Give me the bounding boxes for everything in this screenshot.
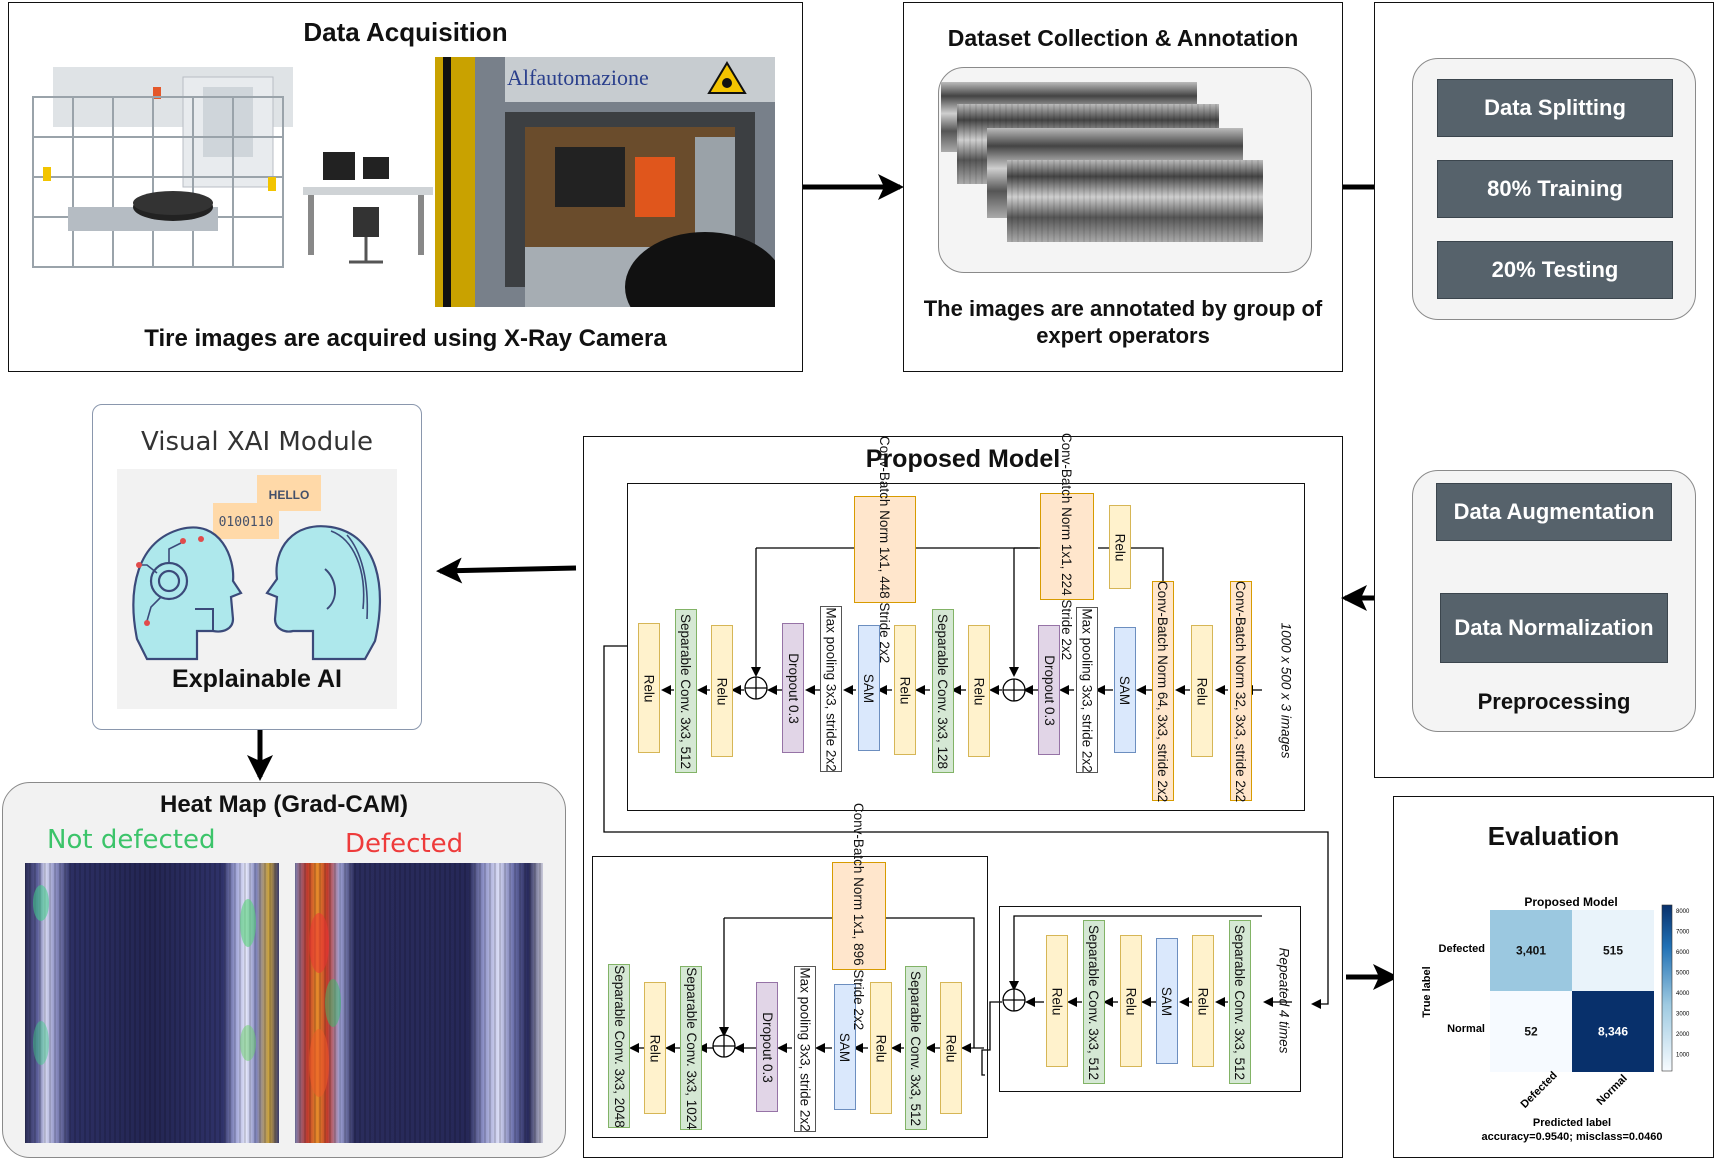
xai-module-panel: Visual XAI Module HELLO 0100110 Explaina… <box>92 404 422 730</box>
model-top-block <box>627 483 1305 811</box>
relu-layer: Relu <box>711 625 733 757</box>
bottom-shortcut-conv-bn-896-layer: Conv-Batch Norm 1x1, 896 Stride 2x2 <box>832 802 886 1030</box>
proposed-model-panel: Proposed Model <box>583 436 1343 1158</box>
max-pooling-layer: Max pooling 3x3, stride 2x2 <box>1076 607 1098 773</box>
bottom-relu-layer: Relu <box>644 982 666 1114</box>
robot-human-dialogue-illustration: HELLO 0100110 Explainable AI <box>132 475 381 693</box>
repeat-sam-layer: SAM <box>1156 938 1178 1064</box>
preprocessing-label: Preprocessing <box>1477 689 1631 714</box>
repeat-separable-conv-512-layer: Separable Conv. 3x3, 512 <box>1229 920 1251 1084</box>
top-row-arrows <box>603 547 1329 1009</box>
explainable-ai-caption: Explainable AI <box>172 665 342 693</box>
binary-bubble-text: 0100110 <box>219 515 274 530</box>
model-bottom-block <box>592 856 988 1138</box>
add-symbol-bottom <box>712 1034 736 1058</box>
bottom-row-arrows <box>629 917 984 1053</box>
bottom-separable-conv-2048-layer: Separable Conv. 3x3, 2048 <box>608 964 630 1128</box>
repeat-separable-conv-512-layer: Separable Conv. 3x3, 512 <box>1083 920 1105 1084</box>
bottom-sam-layer: SAM <box>834 984 856 1110</box>
xray-image-stack <box>938 67 1312 273</box>
xai-title: Visual XAI Module <box>141 427 373 457</box>
shortcut-relu-layer: Relu <box>1109 505 1131 589</box>
data-acquisition-panel: Data Acquisition <box>8 2 803 372</box>
bottom-max-pooling-layer: Max pooling 3x3, stride 2x2 <box>794 966 816 1132</box>
data-acquisition-caption: Tire images are acquired using X-Ray Cam… <box>144 325 667 352</box>
arrow-model-to-xai <box>436 557 577 584</box>
add-symbol-top-1 <box>1002 678 1026 702</box>
data-splitting-group: Data Splitting 80% Training 20% Testing <box>1412 58 1696 320</box>
conv-bn-64-layer: Conv-Batch Norm 64, 3x3, stride 2x2 <box>1152 580 1174 802</box>
add-symbol-repeat <box>1002 988 1026 1012</box>
bottom-relu-layer: Relu <box>940 982 962 1114</box>
stacked-xray-strips <box>941 82 1263 242</box>
separable-conv-512-layer: Separable Conv. 3x3, 512 <box>675 609 697 773</box>
repeat-row-arrows <box>981 915 1292 1076</box>
shortcut-conv-bn-224-layer: Conv-Batch Norm 1x1, 224 Stride 2x2 <box>1040 433 1094 660</box>
shortcut-conv-bn-448-layer: Conv-Batch Norm 1x1, 448 Stride 2x2 <box>854 436 916 663</box>
sam-layer: SAM <box>858 625 880 751</box>
bottom-separable-conv-512-layer: Separable Conv. 3x3, 512 <box>905 966 927 1130</box>
relu-layer: Relu <box>638 623 660 753</box>
input-size-label: 1000 x 500 x 3 images <box>1278 622 1294 758</box>
heatmap-panel: Heat Map (Grad-CAM) Not defected Defecte… <box>2 782 566 1158</box>
data-augmentation-box: Data Augmentation <box>1436 483 1672 541</box>
dropout-layer: Dropout 0.3 <box>1038 625 1060 755</box>
separable-conv-128-layer: Separable Conv. 3x3, 128 <box>932 609 954 773</box>
evaluation-title: Evaluation <box>1487 821 1620 851</box>
bottom-dropout-layer: Dropout 0.3 <box>756 982 778 1112</box>
model-repeat-block <box>999 906 1301 1092</box>
preprocessing-group: Data Augmentation Data Normalization Pre… <box>1412 470 1696 732</box>
dropout-layer: Dropout 0.3 <box>782 623 804 753</box>
dataset-panel: Dataset Collection & Annotation <box>903 2 1343 372</box>
add-symbol-top-2 <box>744 676 768 700</box>
testing-split-box: 20% Testing <box>1437 241 1673 299</box>
relu-layer: Relu <box>968 625 990 757</box>
gradcam-heatmaps <box>25 863 543 1143</box>
brand-logo-text: Alfautomazione <box>507 65 649 90</box>
data-splitting-box: Data Splitting <box>1437 79 1673 137</box>
evaluation-panel: Evaluation <box>1393 796 1714 1158</box>
repeat-relu-layer: Relu <box>1046 935 1068 1067</box>
heatmap-title: Heat Map (Grad-CAM) <box>159 791 408 818</box>
relu-layer: Relu <box>1191 625 1213 757</box>
data-acquisition-title: Data Acquisition <box>303 17 508 47</box>
defected-label: Defected <box>345 829 464 859</box>
training-split-box: 80% Training <box>1437 160 1673 218</box>
bottom-relu-layer: Relu <box>870 982 892 1114</box>
max-pooling-layer: Max pooling 3x3, stride 2x2 <box>820 606 842 772</box>
repeat-relu-layer: Relu <box>1192 935 1214 1067</box>
xray-machine-illustration <box>32 67 433 268</box>
conv-bn-32-layer: Conv-Batch Norm 32, 3x3, stride 2x2 <box>1230 580 1252 802</box>
dataset-caption: The images are annotated by group of exp… <box>923 296 1323 348</box>
hello-bubble-text: HELLO <box>269 488 310 502</box>
proposed-model-title: Proposed Model <box>865 445 1061 473</box>
sam-layer: SAM <box>1114 627 1136 753</box>
relu-layer: Relu <box>894 625 916 755</box>
not-defected-label: Not defected <box>47 825 216 855</box>
xray-camera-photo: Alfautomazione <box>435 57 775 307</box>
repeat-count-label: Repeated 4 times <box>1276 947 1292 1053</box>
data-normalization-box: Data Normalization <box>1440 593 1668 663</box>
xai-illustration: HELLO 0100110 Explainable AI <box>117 469 397 709</box>
dataset-title: Dataset Collection & Annotation <box>947 25 1299 51</box>
repeat-relu-layer: Relu <box>1120 935 1142 1067</box>
bottom-separable-conv-1024-layer: Separable Conv. 3x3, 1024 <box>680 966 702 1130</box>
